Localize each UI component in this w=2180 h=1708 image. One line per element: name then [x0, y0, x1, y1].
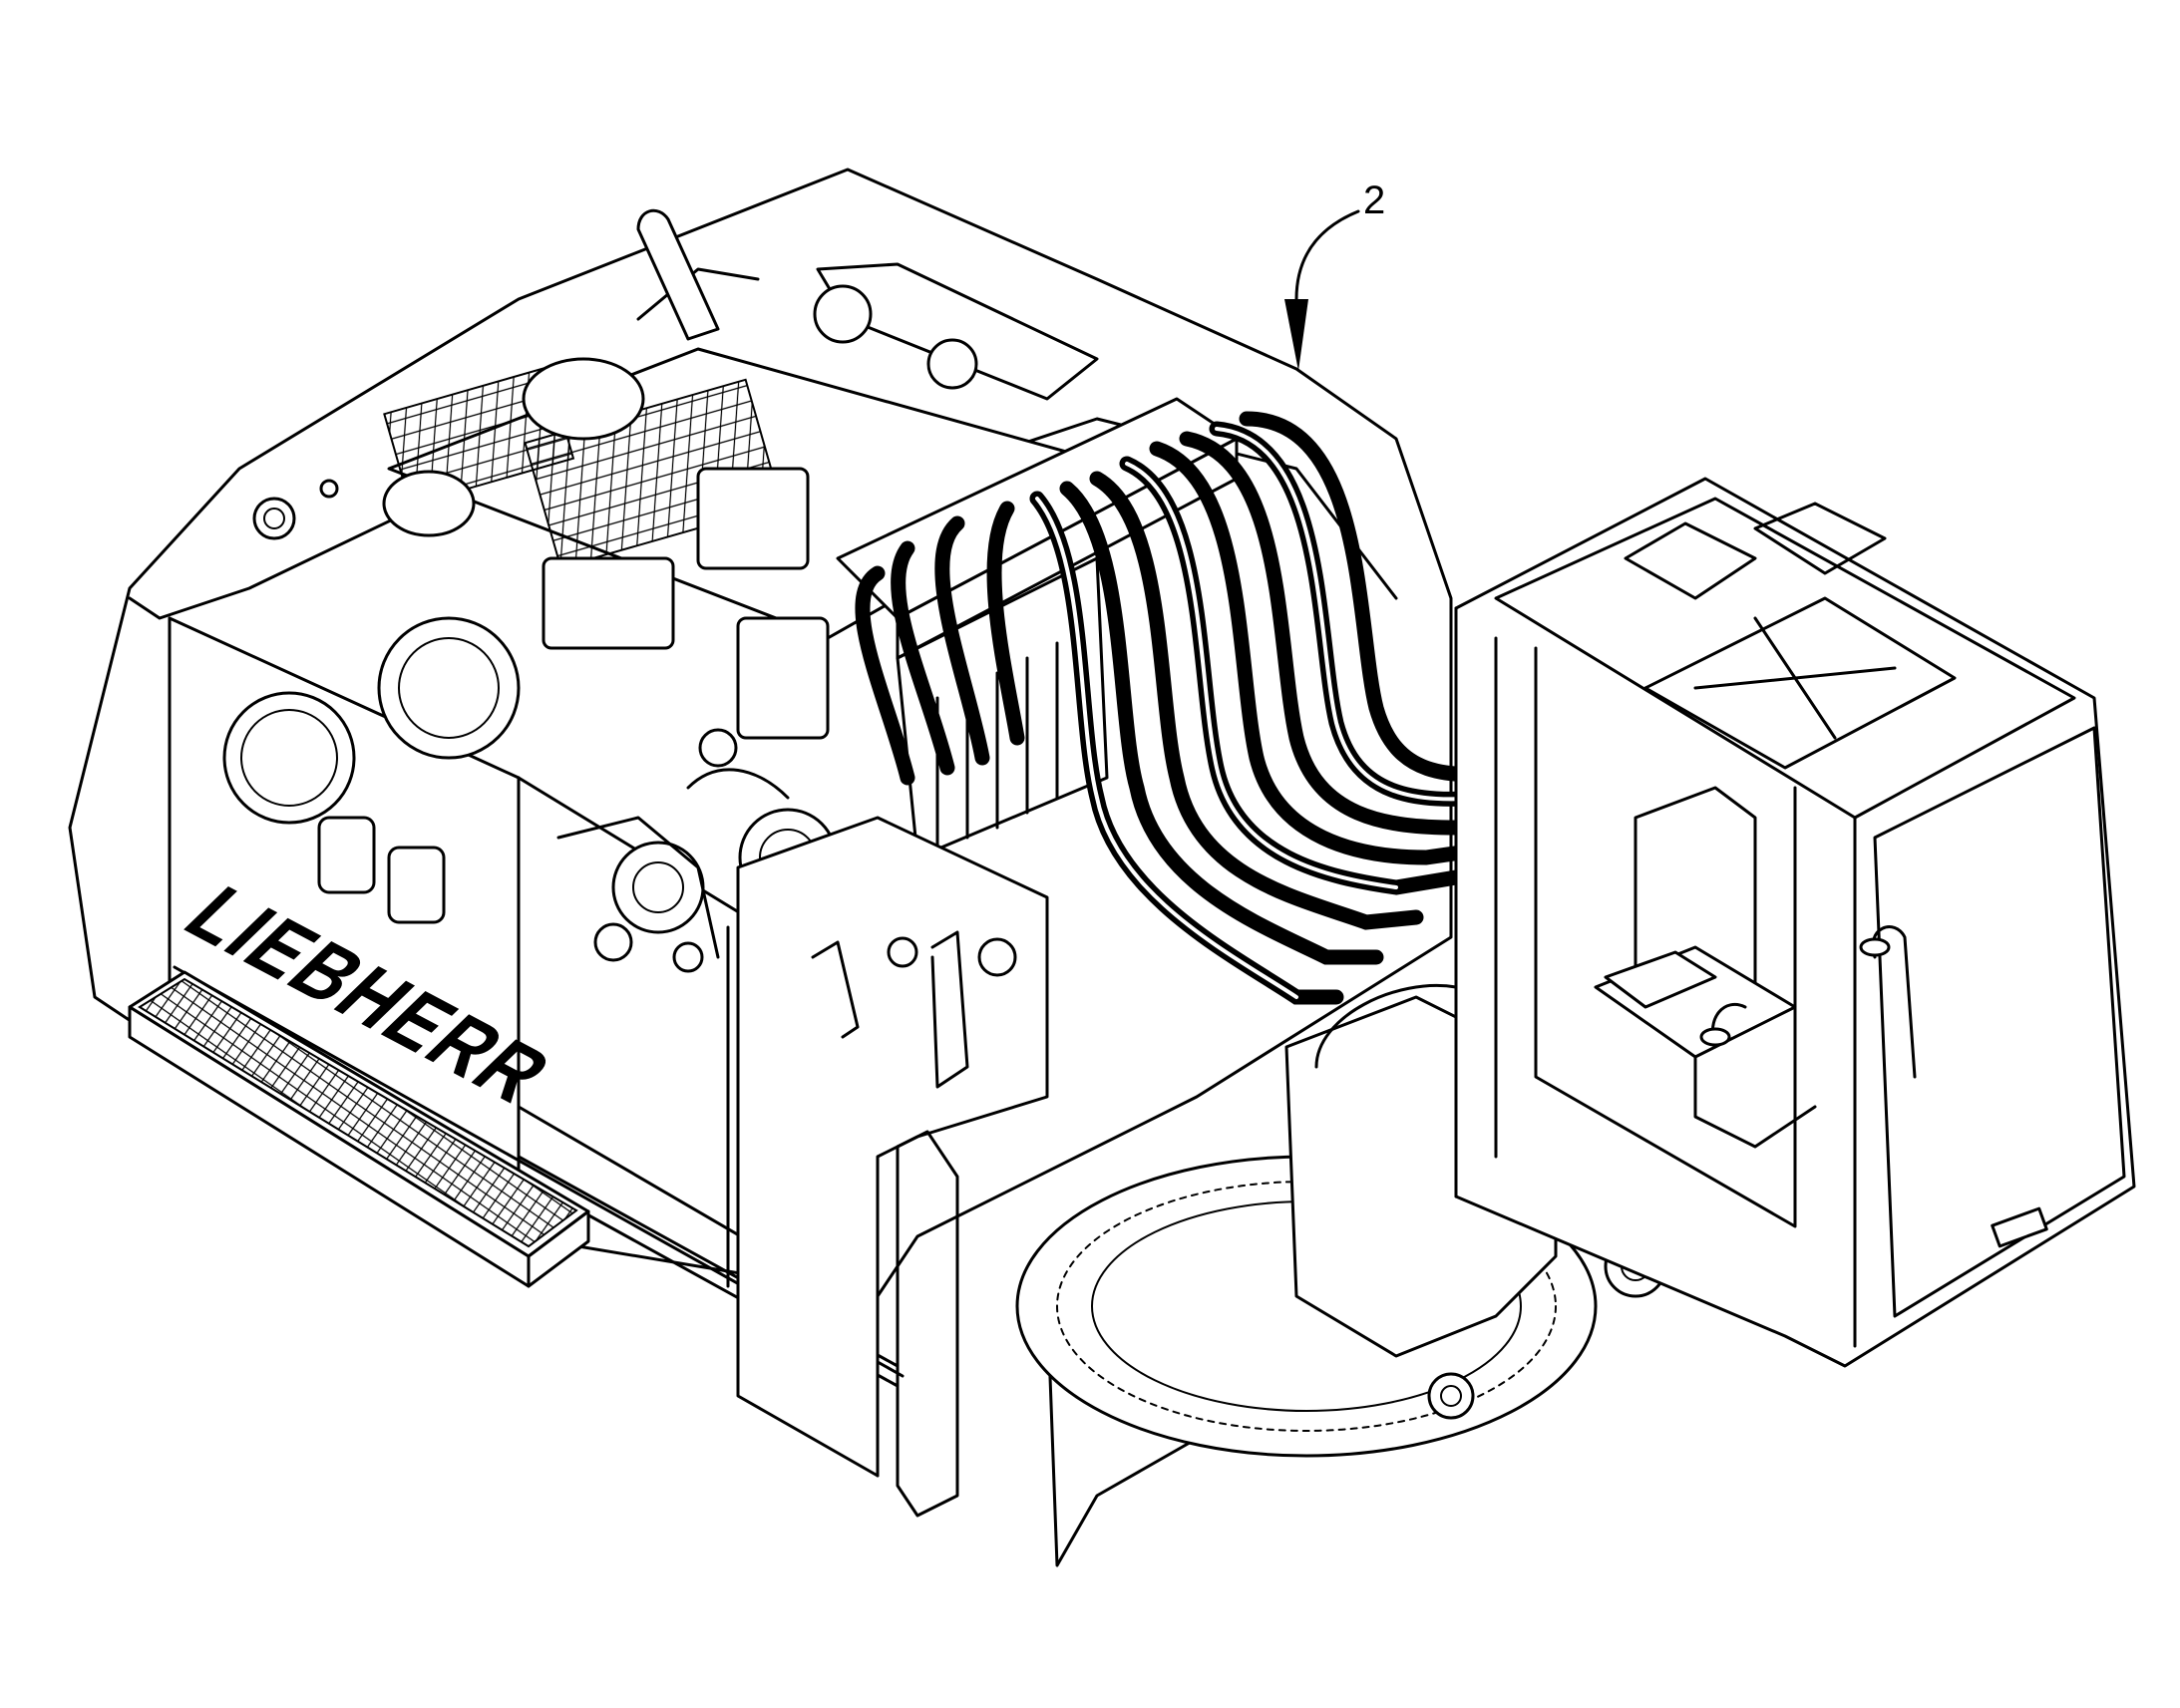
- operator-cab: [1454, 477, 2136, 1368]
- reference-label: 2: [1284, 178, 1385, 371]
- operator-seat: [1594, 786, 1917, 1149]
- reference-numeral: 2: [1363, 178, 1385, 222]
- leader-arrowhead: [1284, 299, 1308, 371]
- leader-line: [1294, 209, 1360, 301]
- access-step: [128, 970, 590, 1288]
- hose-bundle: [855, 411, 1624, 1005]
- slewing-ring: [1015, 984, 1667, 1458]
